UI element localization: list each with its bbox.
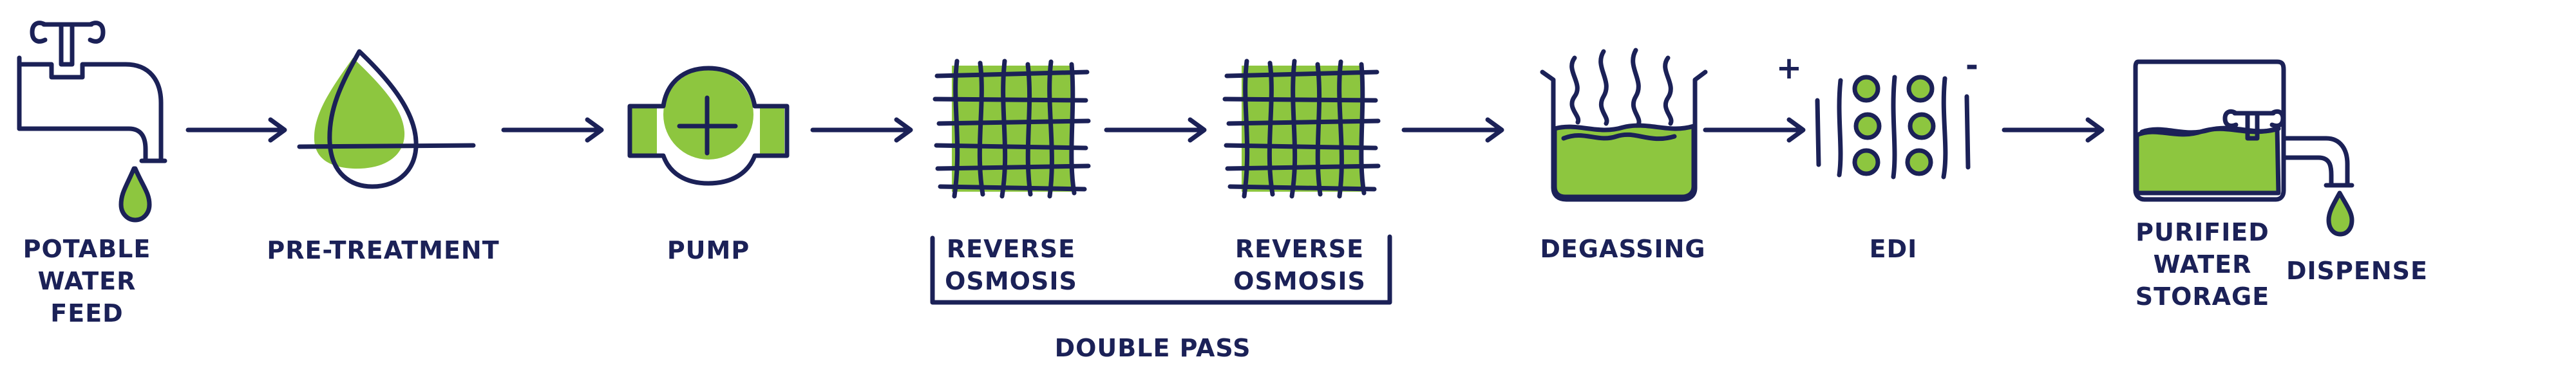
storage-tank-icon	[2133, 59, 2286, 202]
degassing-beaker-icon	[1540, 48, 1708, 202]
label-pump: PUMP	[667, 236, 750, 264]
ro-membrane-2-icon	[1222, 59, 1381, 199]
label-potable-water-feed: POTABLE WATER FEED	[23, 235, 151, 327]
flow-arrow	[1401, 117, 1504, 143]
pump-icon	[627, 66, 790, 186]
label-double-pass: DOUBLE PASS	[1054, 334, 1251, 362]
edi-plus-sign: +	[1776, 50, 1802, 86]
edi-minus-sign: -	[1965, 48, 1978, 84]
label-degassing: DEGASSING	[1540, 235, 1706, 263]
flow-arrow	[1104, 117, 1207, 143]
label-edi: EDI	[1869, 235, 1918, 263]
label-dispense: DISPENSE	[2286, 257, 2428, 285]
edi-cell-icon	[1815, 75, 1971, 179]
potable-tap-icon	[17, 21, 167, 223]
dispense-tap-icon	[2222, 109, 2354, 237]
label-reverse-osmosis-1: REVERSE OSMOSIS	[945, 235, 1077, 295]
pretreatment-droplet-icon	[297, 49, 476, 189]
double-pass-bracket	[930, 234, 1392, 305]
label-purified-water-storage: PURIFIED WATER STORAGE	[2135, 218, 2270, 311]
flow-arrow	[185, 117, 287, 143]
flow-arrow	[810, 117, 913, 143]
label-pre-treatment: PRE-TREATMENT	[267, 236, 500, 264]
flow-arrow	[2002, 117, 2105, 143]
flow-arrow	[501, 117, 604, 143]
flow-arrow	[1703, 117, 1806, 143]
label-reverse-osmosis-2: REVERSE OSMOSIS	[1233, 235, 1366, 295]
ro-membrane-1-icon	[933, 59, 1091, 199]
